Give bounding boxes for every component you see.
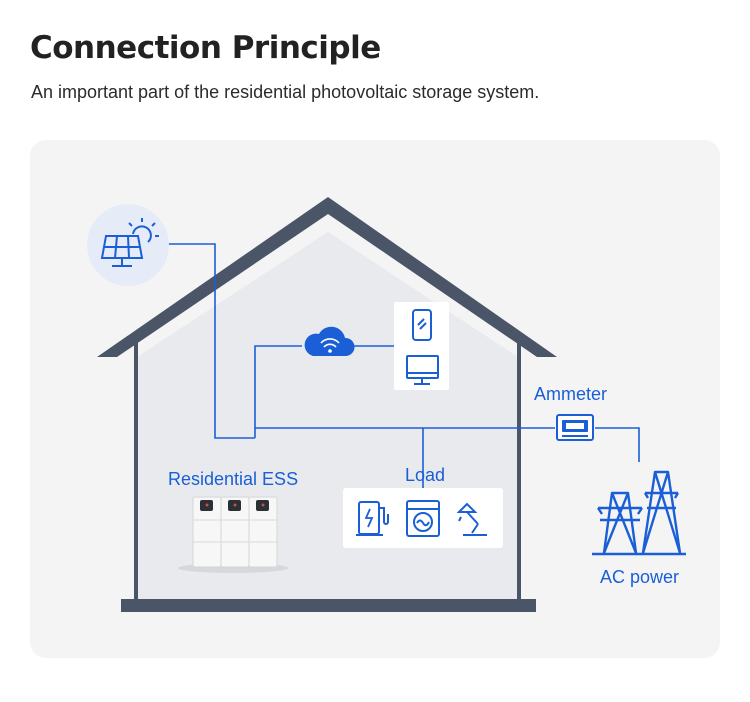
load-card (343, 488, 503, 548)
power-tower-icon (592, 470, 686, 556)
house-right-wall (517, 343, 521, 600)
ammeter-icon (556, 414, 594, 441)
battery-cabinet-icon (178, 496, 288, 573)
cloud-wifi-icon (304, 326, 355, 356)
sun-icon (128, 218, 159, 243)
house-floor (121, 599, 536, 612)
connection-lines (166, 243, 640, 488)
page-subtitle: An important part of the residential pho… (31, 82, 540, 102)
monitor-icon (406, 355, 439, 385)
load-label: Load (405, 465, 446, 485)
desk-lamp-icon (456, 502, 487, 536)
solar-panel-icon (100, 235, 144, 267)
washing-machine-icon (406, 500, 440, 537)
ess-label: Residential ESS (168, 469, 299, 489)
house-left-wall (134, 343, 138, 600)
page-title: Connection Principle (30, 30, 381, 66)
devices-card (394, 302, 449, 390)
ammeter-label: Ammeter (534, 384, 608, 404)
ev-charger-icon (356, 501, 389, 536)
ac-power-label: AC power (600, 567, 680, 587)
smartphone-icon (412, 309, 432, 341)
solar-icon-group (87, 204, 169, 286)
